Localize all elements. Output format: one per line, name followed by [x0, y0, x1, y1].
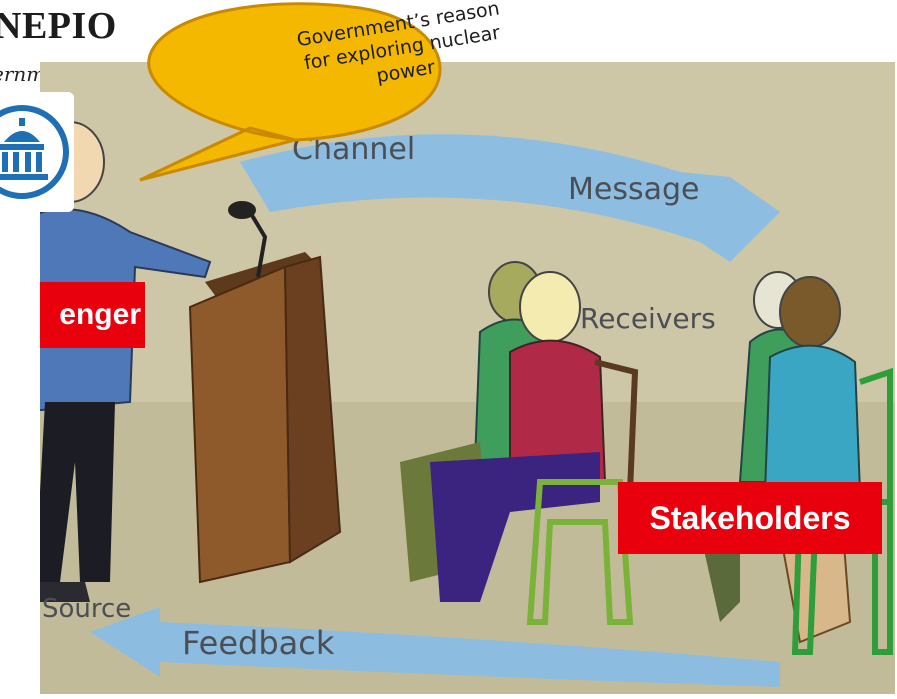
speech-bubble-shape [139, 2, 442, 182]
message-arrow [240, 134, 780, 262]
stakeholders-callout: Stakeholders [618, 482, 882, 554]
receivers-left [400, 261, 639, 625]
capitol-building-icon [0, 105, 69, 199]
feedback-arrow [90, 607, 780, 687]
source-label: Source [42, 594, 132, 624]
page-title: NEPIO [0, 5, 117, 47]
speech-bubble: Government’s reason for exploring nuclea… [120, 0, 501, 190]
messenger-callout: enger [40, 282, 145, 348]
receivers-label: Receivers [580, 302, 716, 335]
message-label: Message [568, 172, 700, 207]
podium [188, 201, 342, 584]
government-icon [0, 92, 74, 212]
feedback-label: Feedback [182, 624, 335, 662]
